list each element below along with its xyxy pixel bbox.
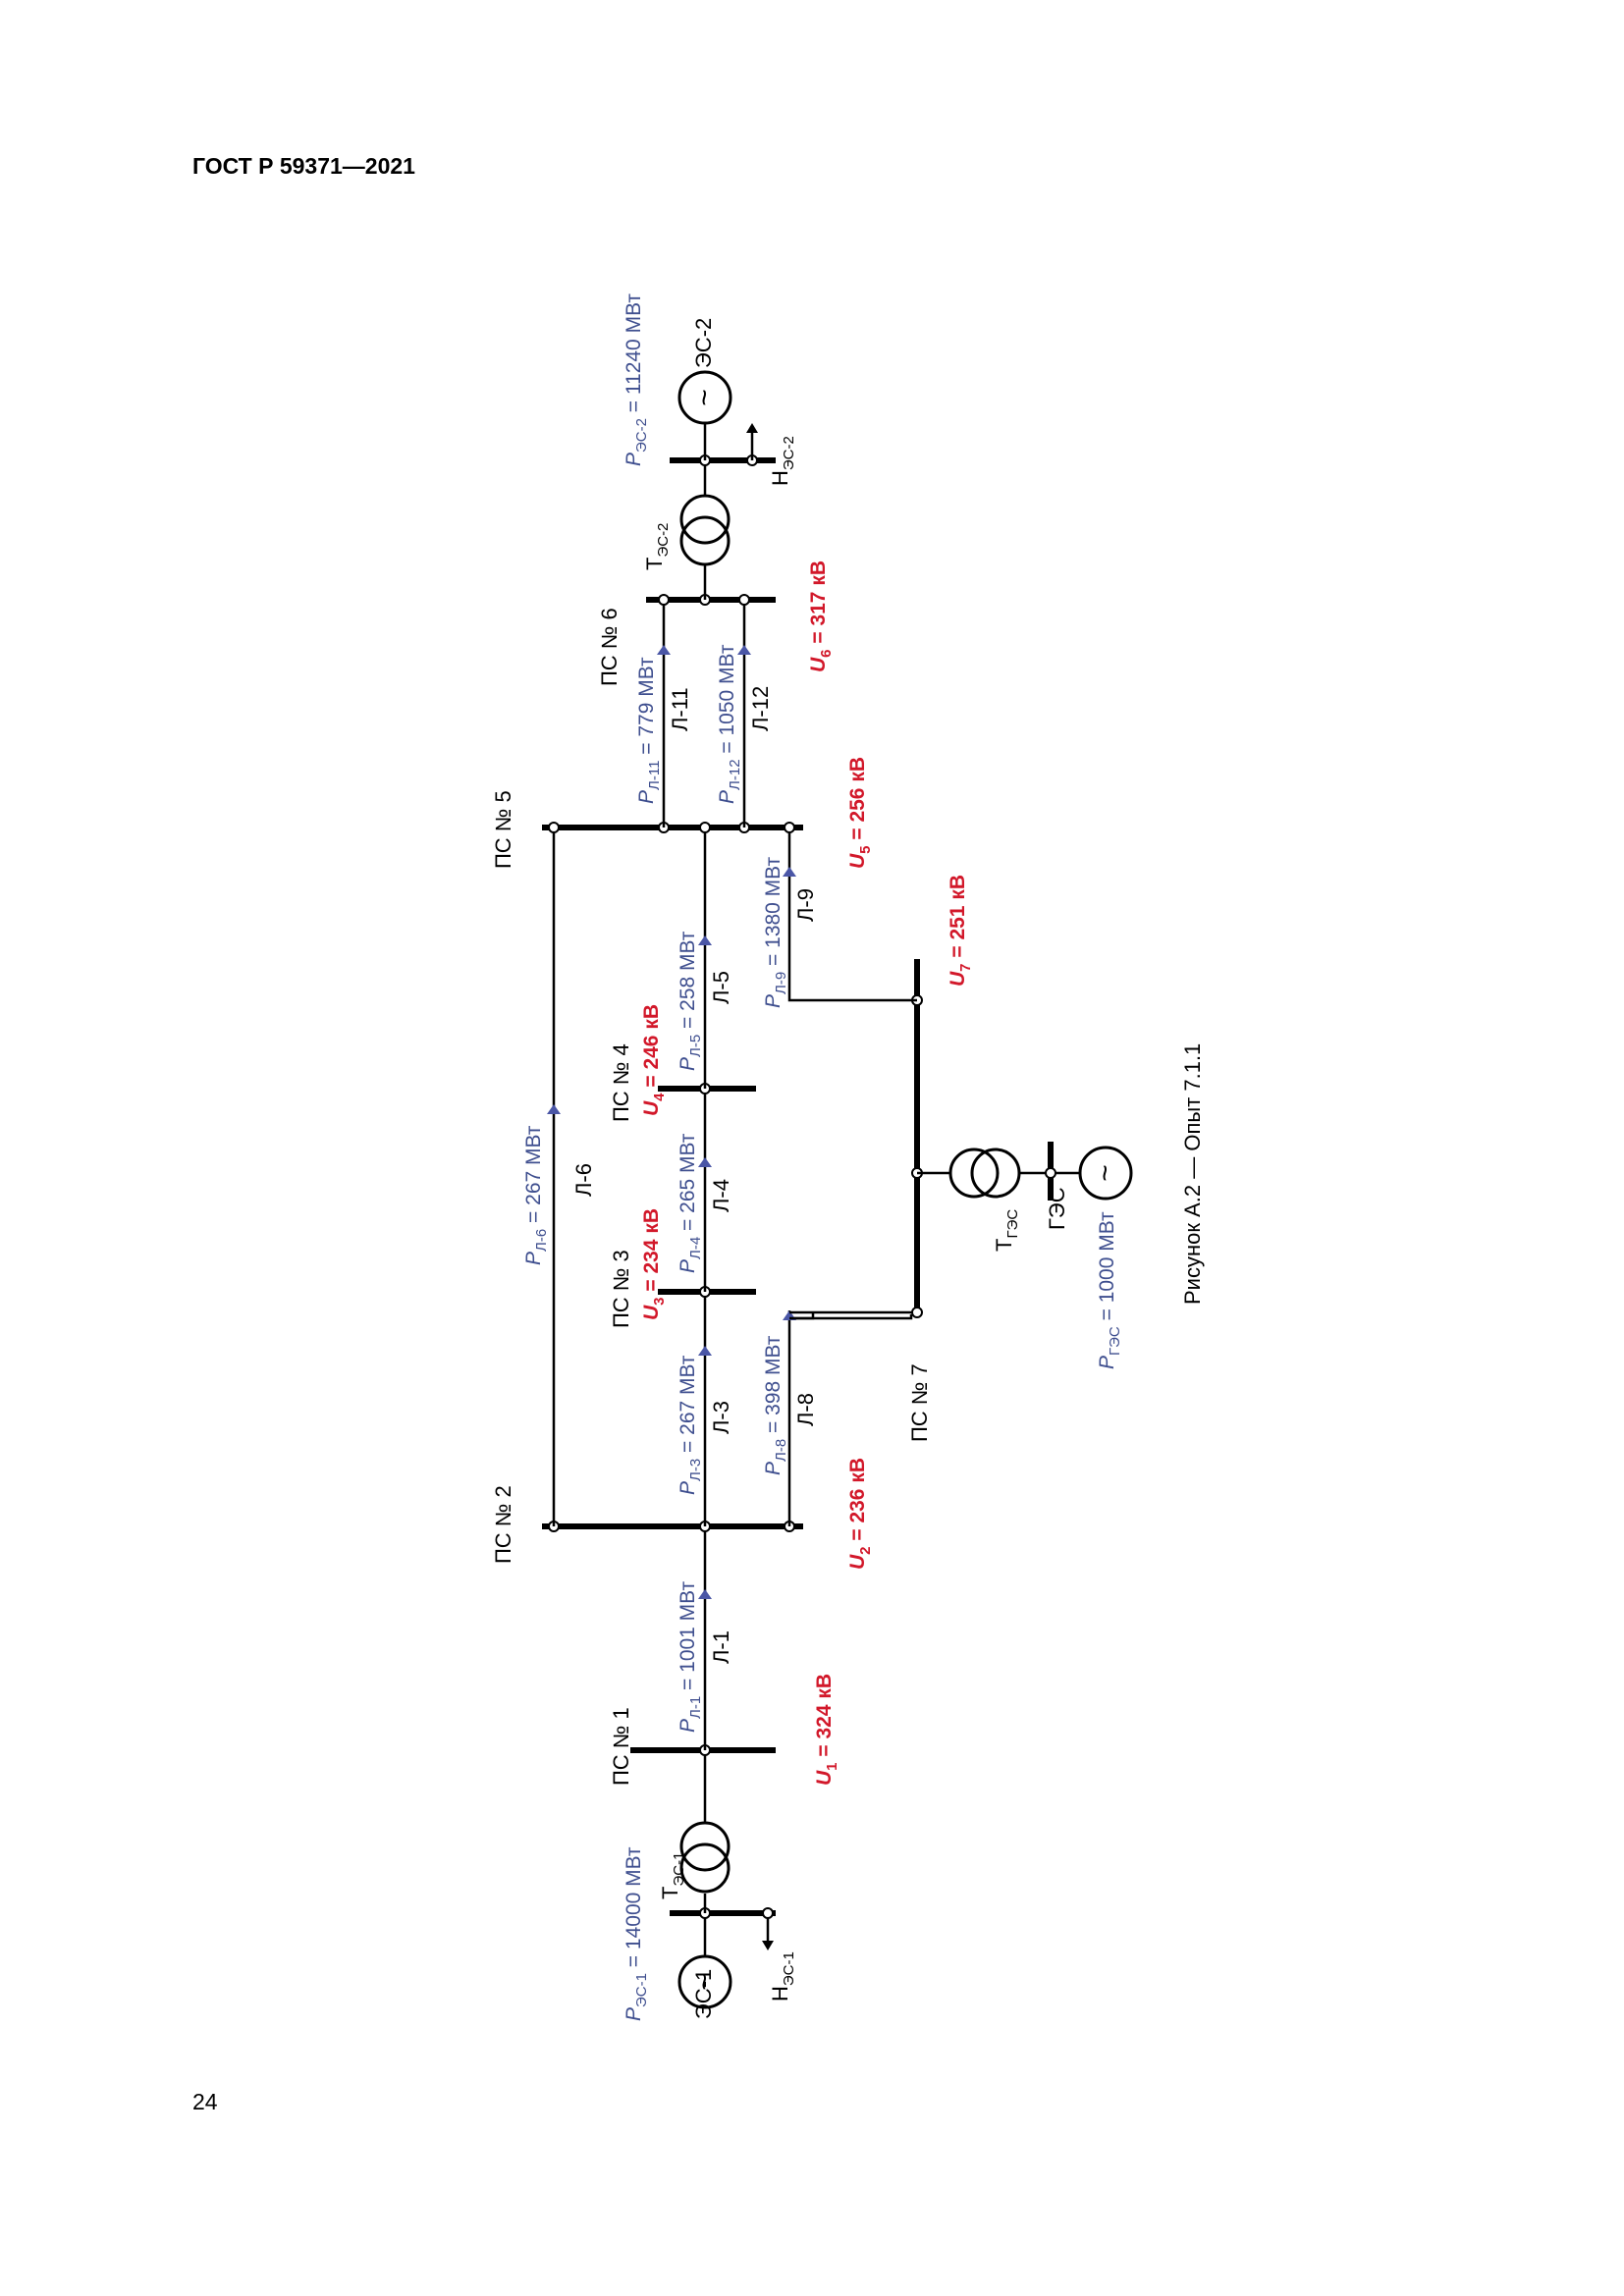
- l1-power-label: PЛ-1 = 1001 МВт: [677, 1581, 704, 1733]
- l4-power-label: PЛ-4 = 265 МВт: [677, 1133, 704, 1273]
- es2-tilde: ~: [688, 389, 721, 406]
- es2-generator-icon: [677, 370, 732, 425]
- l9-power-label: PЛ-9 = 1380 МВт: [762, 857, 789, 1008]
- t-es2-label: ТЭС-2: [642, 523, 672, 570]
- u3-voltage-label: U3 = 234 кВ: [640, 1208, 668, 1320]
- t-es1-label: ТЭС-1: [658, 1852, 687, 1899]
- ges-name: ГЭС: [1045, 1187, 1069, 1230]
- l9-name: Л-9: [793, 888, 818, 922]
- t-es1-transformer-icon: [679, 1842, 731, 1894]
- u5-voltage-label: U5 = 256 кВ: [846, 757, 874, 869]
- line-l9: [787, 828, 917, 1002]
- l6-power-label: PЛ-6 = 267 МВт: [522, 1125, 550, 1265]
- t-ges-label: ТГЭС: [992, 1209, 1021, 1252]
- l11-flow-arrow-icon: [657, 645, 671, 655]
- es1-power-label: PЭС-1 = 14000 МВт: [623, 1846, 650, 2021]
- t-es2-transformer-icon: [679, 515, 731, 566]
- es2-load-arrow-icon: [746, 423, 758, 433]
- l8-name: Л-8: [793, 1393, 818, 1426]
- ps1-label: ПС № 1: [609, 1707, 633, 1786]
- l4-flow-arrow-icon: [698, 1157, 712, 1167]
- ps6-label: ПС № 6: [597, 608, 622, 686]
- n-es1-label: НЭС-1: [768, 1951, 797, 2002]
- es1-tilde: ~: [688, 1973, 721, 1991]
- u4-voltage-label: U4 = 246 кВ: [640, 1004, 668, 1116]
- t-ges-transformer-icon: [948, 1148, 1000, 1199]
- ps2-label: ПС № 2: [491, 1485, 515, 1564]
- ges-tilde: ~: [1089, 1164, 1121, 1182]
- l5-flow-arrow-icon: [698, 935, 712, 945]
- ges-generator-icon: [1078, 1146, 1133, 1201]
- l5-power-label: PЛ-5 = 258 МВт: [677, 931, 704, 1071]
- ps3-label: ПС № 3: [609, 1250, 633, 1328]
- l11-name: Л-11: [668, 687, 692, 731]
- l6-flow-arrow-icon: [547, 1104, 561, 1114]
- es2-power-label: PЭС-2 = 11240 МВт: [623, 294, 650, 466]
- l5-name: Л-5: [709, 971, 733, 1004]
- ps5-label: ПС № 5: [491, 790, 515, 869]
- ges-power-label: PГЭС = 1000 МВт: [1096, 1211, 1123, 1369]
- u7-voltage-label: U7 = 251 кВ: [947, 875, 974, 987]
- u6-voltage-label: U6 = 317 кВ: [807, 561, 835, 672]
- l12-name: Л-12: [748, 686, 773, 731]
- page-number: 24: [192, 2089, 218, 2114]
- l6-name: Л-6: [571, 1163, 596, 1197]
- ps7-label: ПС № 7: [907, 1363, 932, 1442]
- l8-power-label: PЛ-8 = 398 МВт: [762, 1335, 789, 1475]
- l9-flow-arrow-icon: [783, 867, 796, 877]
- line-l8: [787, 1314, 913, 1526]
- document-header: ГОСТ Р 59371—2021: [192, 153, 415, 179]
- l12-flow-arrow-icon: [737, 645, 751, 655]
- l3-power-label: PЛ-3 = 267 МВт: [677, 1355, 704, 1495]
- ps4-label: ПС № 4: [609, 1043, 633, 1122]
- l1-flow-arrow-icon: [698, 1589, 712, 1599]
- figure-caption: Рисунок А.2 — Опыт 7.1.1: [1180, 1043, 1205, 1305]
- l11-power-label: PЛ-11 = 779 МВт: [635, 657, 663, 804]
- es1-name: ЭС-1: [691, 1969, 716, 2019]
- u2-voltage-label: U2 = 236 кВ: [846, 1458, 874, 1570]
- es2-name: ЭС-2: [691, 318, 716, 368]
- u1-voltage-label: U1 = 324 кВ: [813, 1674, 840, 1786]
- es1-load-arrow-icon: [762, 1941, 774, 1950]
- l12-power-label: PЛ-12 = 1050 МВт: [716, 644, 743, 804]
- l3-name: Л-3: [709, 1401, 733, 1434]
- n-es2-label: НЭС-2: [768, 436, 797, 486]
- l4-name: Л-4: [709, 1179, 733, 1212]
- es1-group: ~: [670, 1750, 776, 2009]
- l3-flow-arrow-icon: [698, 1346, 712, 1356]
- l1-name: Л-1: [709, 1630, 733, 1664]
